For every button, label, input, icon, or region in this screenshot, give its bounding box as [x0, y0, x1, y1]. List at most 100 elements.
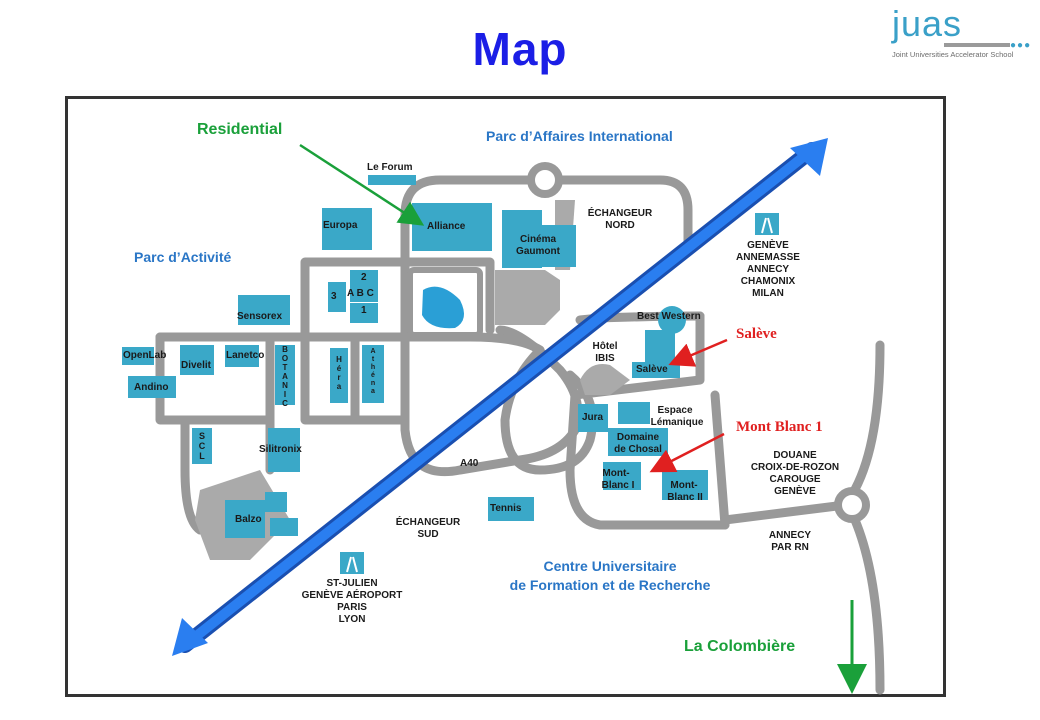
- logo-wordmark: juas: [892, 3, 963, 44]
- road-west-curve: [180, 465, 205, 535]
- lake: [422, 286, 464, 329]
- road-dirs-geneve: GENÈVE ANNEMASSE ANNECY CHAMONIX MILAN: [736, 240, 800, 299]
- page-title: Map: [472, 23, 568, 75]
- bld-2abc: [350, 270, 378, 302]
- bld-label-saleve: Salève: [636, 364, 668, 375]
- bld-label-tennis: Tennis: [490, 503, 522, 514]
- bld-label-domaine-1: Domaine: [616, 432, 660, 443]
- bld-saleve: [632, 362, 680, 378]
- bld-3: [328, 282, 346, 312]
- logo-bar: [944, 43, 1010, 47]
- motorway-icon-north: [755, 213, 779, 235]
- mont-blanc-1-arrow: [649, 432, 725, 473]
- bld-label-espace-2: Lémanique: [650, 417, 704, 428]
- bld-label-mb2-2: Blanc II: [667, 492, 703, 503]
- region-parc-affaires: Parc d’Affaires International: [486, 128, 673, 144]
- bld-label-3: 3: [331, 291, 337, 302]
- road-dirs-stjulien: ST-JULIEN GENÈVE AÉROPORT PARIS LYON: [301, 578, 403, 625]
- bld-label-2: 2: [361, 272, 367, 283]
- highway-arrow-sw: [172, 618, 208, 656]
- bld-botanic: [275, 345, 295, 405]
- residential-arrow: [299, 143, 425, 226]
- bld-label-cinema-1: Cinéma: [519, 234, 557, 245]
- bld-label-silitronix: Silitronix: [259, 444, 302, 455]
- bld-label-mb1-1: Mont-: [602, 468, 630, 479]
- road-west-grid: [300, 257, 495, 425]
- motorway-icon-south: [340, 552, 364, 574]
- bld-label-hotel-2: IBIS: [595, 353, 615, 364]
- bld-label-lanetco: Lanetco: [226, 350, 265, 361]
- bld-label-hotel-1: Hôtel: [592, 341, 618, 352]
- bld-mb2: [662, 470, 708, 500]
- bld-label-divelit: Divelit: [181, 360, 212, 371]
- bld-andino: [128, 376, 176, 398]
- road-main-horizontal: [155, 332, 545, 355]
- bld-label-openlab: OpenLab: [123, 350, 167, 361]
- bld-label-cinema-2: Gaumont: [516, 246, 560, 257]
- bld-athena: [362, 345, 384, 403]
- roundabout-north: [527, 162, 563, 198]
- la-colombiere-label: La Colombière: [684, 638, 796, 655]
- region-centre-line1: Centre Universitaire: [543, 558, 677, 574]
- logo-dots: ●●●: [1010, 40, 1032, 51]
- bld-balzo3: [270, 518, 298, 536]
- juas-logo: juas ●●● Joint Universities Accelerator …: [892, 6, 1032, 66]
- bld-label-mb2-1: Mont-: [670, 480, 698, 491]
- road-south-east-v: [570, 311, 730, 530]
- bld-hera: [330, 348, 348, 403]
- road-south-east: [565, 390, 730, 530]
- buildings: [122, 175, 708, 538]
- bld-openlab: [122, 347, 154, 365]
- bld-le-forum: [368, 175, 416, 185]
- region-centre-line2: de Formation et de Recherche: [509, 577, 711, 593]
- logo-subtitle: Joint Universities Accelerator School: [892, 50, 1014, 59]
- bld-label-domaine-2: de Chosal: [614, 444, 662, 455]
- bld-label-1: 1: [361, 305, 367, 316]
- road-label-annecy-2: PAR RN: [771, 542, 809, 553]
- bld-divelit: [180, 345, 214, 375]
- saleve-label: Salève: [736, 326, 777, 342]
- bld-europa: [322, 208, 372, 250]
- bld-mb1: [603, 462, 641, 490]
- bld-label-sensorex: Sensorex: [237, 311, 283, 322]
- road-label-nord-1: ÉCHANGEUR: [587, 208, 653, 219]
- bld-cinema: [502, 210, 542, 268]
- bld-balzo2: [265, 492, 287, 512]
- bld-label-espace-1: Espace: [657, 405, 693, 416]
- bld-jura: [578, 404, 608, 432]
- road-douane: [720, 500, 850, 525]
- bld-sensorex: [238, 295, 290, 325]
- bld-label-le-forum: Le Forum: [367, 162, 413, 173]
- bld-label-andino: Andino: [134, 382, 169, 393]
- bld-tennis: [488, 497, 534, 521]
- bld-silitronix: [268, 428, 300, 472]
- bld-espace: [618, 402, 650, 424]
- bld-cinema2: [538, 225, 576, 267]
- region-parc-activite: Parc d’Activité: [134, 249, 232, 265]
- bld-label-alliance: Alliance: [427, 221, 466, 232]
- bld-label-mb1-2: Blanc I: [601, 480, 635, 491]
- bld-best-western: [658, 306, 686, 334]
- bld-lanetco: [225, 345, 259, 367]
- road-label-sud-2: SUD: [417, 529, 439, 540]
- road-dirs-douane: DOUANE CROIX-DE-ROZON CAROUGE GENÈVE: [750, 450, 840, 497]
- roundabout-east: [834, 487, 870, 523]
- highway-arrow-ne: [790, 138, 828, 176]
- residential-label: Residential: [197, 121, 283, 138]
- bld-label-best-western: Best Western: [637, 311, 701, 322]
- road-label-annecy-1: ANNECY: [768, 530, 812, 541]
- bld-label-europa: Europa: [323, 220, 358, 231]
- bld-label-abc: A B C: [347, 288, 374, 299]
- bld-alliance: [412, 203, 492, 251]
- road-label-sud-1: ÉCHANGEUR: [395, 517, 461, 528]
- mont-blanc-1-label: Mont Blanc 1: [736, 419, 823, 435]
- saleve-arrow: [668, 338, 728, 367]
- bld-label-jura: Jura: [582, 412, 604, 423]
- bld-label-balzo: Balzo: [235, 514, 262, 525]
- bld-scl: [192, 428, 212, 464]
